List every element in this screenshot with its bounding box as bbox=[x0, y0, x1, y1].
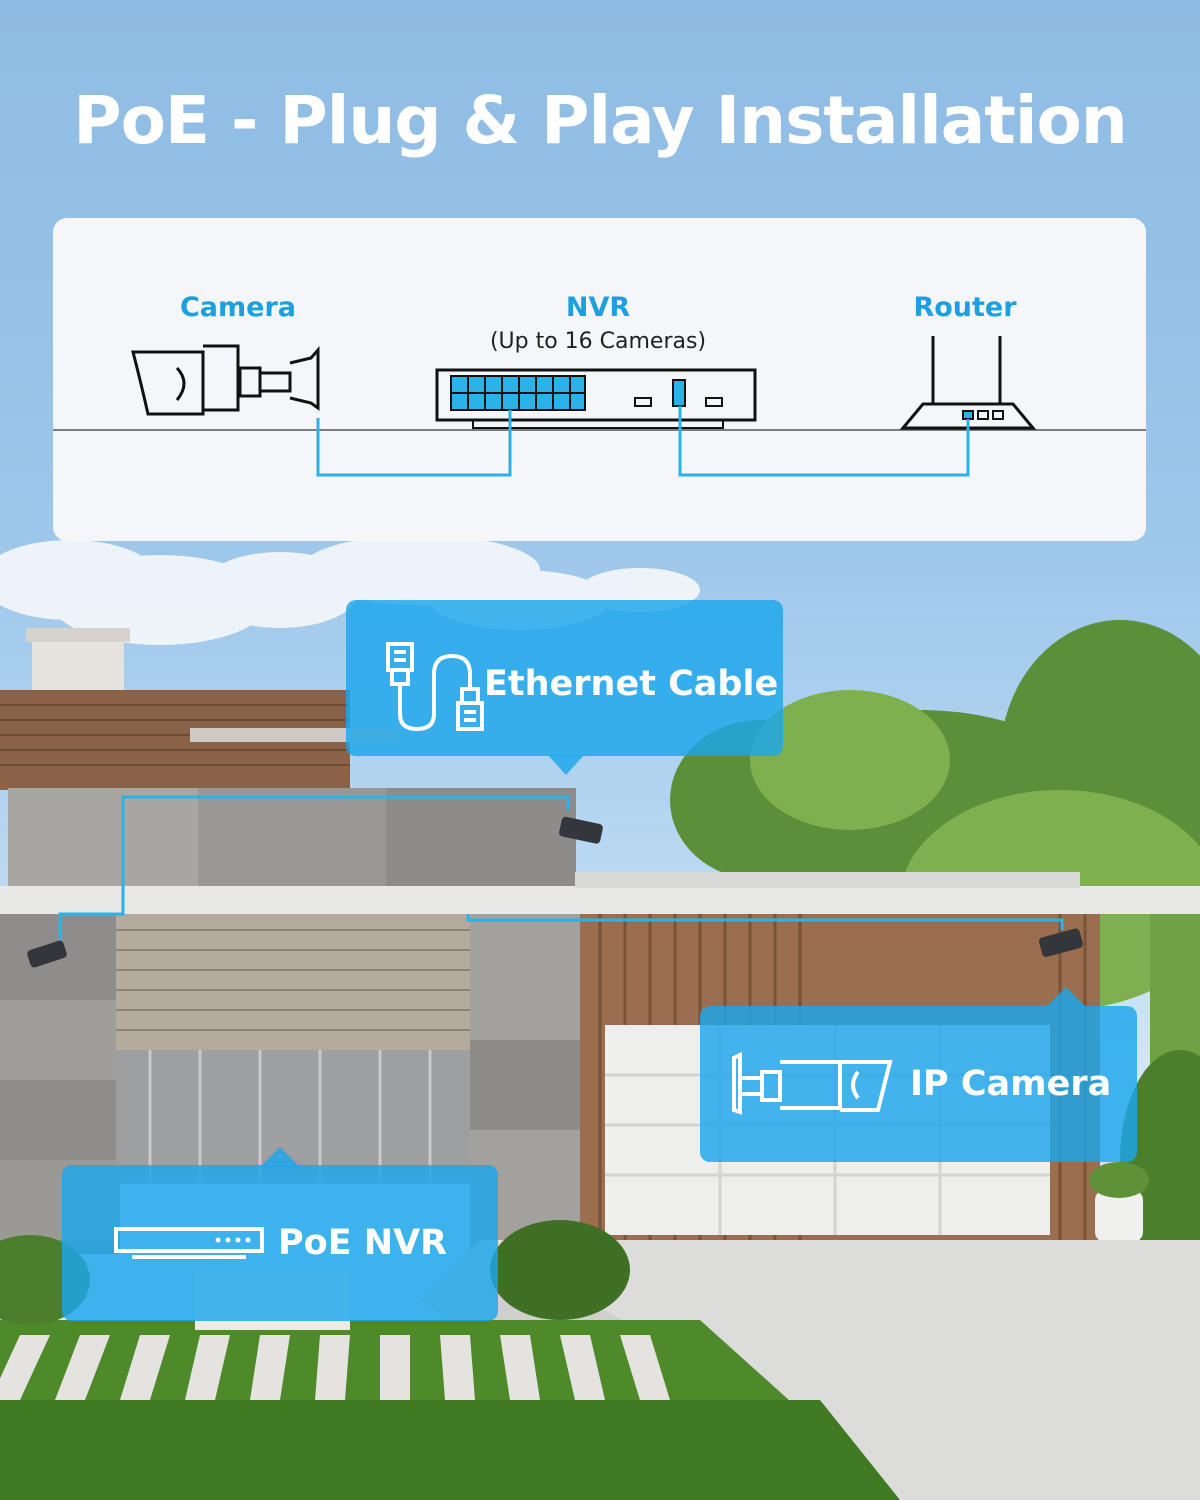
ethernet-callout-pointer bbox=[548, 755, 584, 775]
nvr-label: NVR bbox=[565, 292, 631, 323]
nvr-diagram-icon bbox=[435, 368, 757, 429]
camera-label: Camera bbox=[179, 292, 296, 323]
diagram-cables bbox=[316, 406, 970, 477]
page-title: PoE - Plug & Play Installation bbox=[73, 82, 1128, 159]
ethernet-cable-icon bbox=[386, 642, 484, 732]
poe-nvr-label: PoE NVR bbox=[278, 1223, 448, 1263]
ip-camera-callout: IP Camera bbox=[700, 1006, 1137, 1162]
nvr-sublabel: (Up to 16 Cameras) bbox=[489, 329, 707, 354]
ethernet-cable-callout: Ethernet Cable bbox=[346, 600, 783, 756]
connection-diagram-card: Camera NVR (Up to 16 Cameras) Router bbox=[53, 218, 1146, 541]
poe-nvr-callout: PoE NVR bbox=[62, 1165, 498, 1321]
diagram-drawing bbox=[53, 336, 1146, 477]
ip-camera-label: IP Camera bbox=[910, 1064, 1112, 1104]
router-label: Router bbox=[913, 292, 1017, 323]
ip-camera-icon bbox=[732, 1051, 893, 1115]
camera-diagram-icon bbox=[131, 344, 320, 416]
poe-nvr-icon bbox=[114, 1227, 264, 1259]
poe-nvr-callout-pointer bbox=[260, 1147, 300, 1167]
ethernet-cable-label: Ethernet Cable bbox=[484, 664, 779, 704]
ip-camera-callout-pointer bbox=[1046, 987, 1086, 1007]
router-diagram-icon bbox=[899, 336, 1037, 430]
